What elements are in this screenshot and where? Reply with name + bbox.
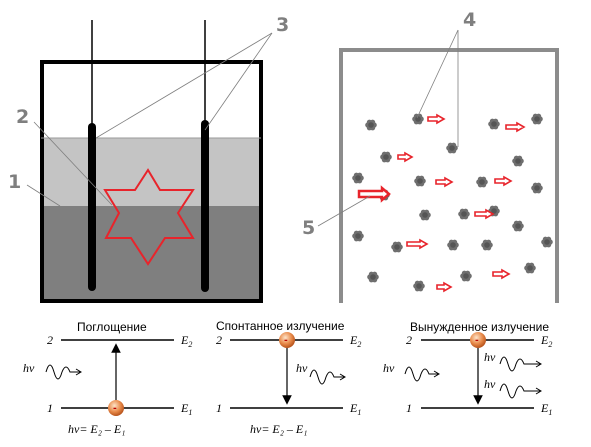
label-4: 4 [463,9,476,31]
svg-text:-: - [113,404,117,414]
atom [512,220,524,232]
electron [279,332,295,348]
atom [512,155,524,167]
atom [412,113,424,125]
spontaneous-e1: E1 [349,401,361,417]
absorption-photon-label: hν [23,361,35,375]
label-1: 1 [8,171,21,193]
star-outline [103,168,195,266]
electrode-right [201,120,209,292]
electron [108,400,124,416]
spontaneous-formula: hν= E₂ – E₁ [250,422,307,436]
spontaneous-emission-diagram: Спонтанное излучение 2 1 E2 E1 - hν hν= … [216,319,361,436]
label-2: 2 [16,106,29,128]
atom [531,113,543,125]
atom [458,208,470,220]
photon-arrow [494,175,513,187]
stimulated-level-1: 1 [406,401,412,415]
atom [365,119,377,131]
spontaneous-level-2: 2 [216,333,222,347]
atom [352,230,364,242]
liquid-upper-layer [41,138,261,206]
atom [446,142,458,154]
absorption-title: Поглощение [77,320,147,334]
active-medium-chamber [339,48,559,303]
stimulated-level-2: 2 [406,333,412,347]
atom [524,262,536,274]
vessel-frame [40,60,263,303]
svg-text:-: - [284,336,288,346]
photon-arrow [492,268,511,280]
chamber-frame [339,48,559,303]
liquid-lower-layer [41,206,261,301]
atom [488,118,500,130]
atom [367,271,379,283]
spontaneous-photon-wave [309,369,344,385]
electrode-left [88,123,96,291]
photon-arrow [505,121,526,133]
absorption-level-1: 1 [47,401,53,415]
stimulated-photon-out-1-label: hν [484,350,496,364]
atom [419,209,431,221]
label-5: 5 [302,217,315,239]
spontaneous-e2: E2 [349,333,361,349]
stimulated-emission-diagram: Вынужденное излучение 2 1 E2 E1 - hν hν … [383,320,552,417]
stimulated-photon-out-2-wave [499,383,540,399]
absorption-diagram: Поглощение 2 1 E2 E1 - hν hν= E₂ – E₁ [23,320,192,436]
stimulated-photon-out-1-wave [499,356,540,372]
stimulated-photon-out-2-label: hν [484,377,496,391]
atom [414,175,426,187]
absorption-formula: hν= E₂ – E₁ [68,422,125,436]
atom [413,280,425,292]
absorption-level-2: 2 [47,333,53,347]
photon-arrow [474,208,495,220]
stimulated-photon-in-wave [404,366,438,382]
label-3: 3 [276,14,289,36]
leader-lines-right [317,29,459,227]
photon-arrow [427,113,446,125]
photon-arrow [436,281,453,293]
atom [380,151,392,163]
absorption-e1: E1 [180,401,192,417]
stimulated-photon-in-label: hν [383,361,395,375]
photon-arrow [406,238,429,250]
atom [481,239,493,251]
spontaneous-title: Спонтанное излучение [216,319,345,333]
photon-arrow [397,151,414,163]
svg-text:-: - [475,336,479,346]
photon-beam-arrow [357,185,391,203]
atom [541,236,553,248]
atom [460,270,472,282]
spontaneous-photon-label: hν [296,361,308,375]
atom [476,176,488,188]
electrolytic-cell [40,20,263,303]
spontaneous-level-1: 1 [216,401,222,415]
stimulated-e2: E2 [540,333,552,349]
atom [447,239,459,251]
leader-lines-left [26,32,273,207]
absorption-e2: E2 [180,333,192,349]
atoms-group [352,113,553,292]
atom [391,241,403,253]
stimulated-title: Вынужденное излучение [410,320,549,334]
electron [470,332,486,348]
photon-arrows-group [357,113,526,293]
stimulated-e1: E1 [540,401,552,417]
atom [531,182,543,194]
photon-arrow [435,176,454,188]
atom [352,172,364,184]
absorption-photon-wave [45,364,80,380]
